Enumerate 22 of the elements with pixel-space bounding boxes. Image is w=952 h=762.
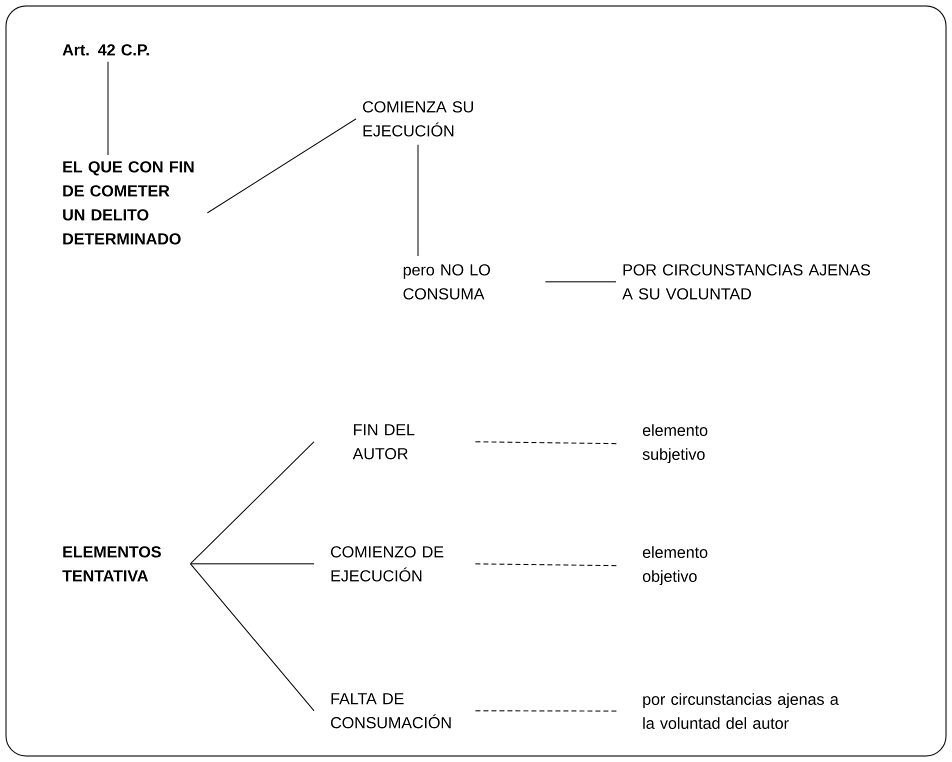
heading-text: EL QUE CON FIN DE COMETER UN DELITO DETERMINADO xyxy=(63,161,194,245)
node-text: COMIENZO DE EJECUCIÓN xyxy=(331,546,444,582)
dashed-connector xyxy=(475,710,617,712)
node-text: FALTA DE CONSUMACIÓN xyxy=(331,693,451,728)
node-text: elemento subjetivo xyxy=(642,424,708,464)
connector-line xyxy=(190,441,314,564)
connector-line xyxy=(545,281,616,282)
connector-line xyxy=(207,118,356,214)
connector-line xyxy=(417,144,419,256)
node-text: pero NO LO CONSUMA xyxy=(404,264,490,300)
dashed-connector xyxy=(475,441,618,444)
heading-text: Art. 42 C.P. xyxy=(62,44,149,56)
node-text: FIN DEL AUTOR xyxy=(352,424,414,460)
connector-line xyxy=(190,563,314,564)
heading-text: ELEMENTOS TENTATIVA xyxy=(62,546,161,582)
connector-line xyxy=(107,62,109,155)
node-text: por circunstancias ajenas a la voluntad del autor xyxy=(643,693,839,729)
node-text: POR CIRCUNSTANCIAS AJENAS A SU VOLUNTAD xyxy=(622,264,870,300)
dashed-connector xyxy=(475,563,618,566)
node-text: elemento objetivo xyxy=(642,546,708,586)
connector-line xyxy=(190,563,314,712)
node-text: COMIENZA SU EJECUCIÓN xyxy=(363,101,473,137)
